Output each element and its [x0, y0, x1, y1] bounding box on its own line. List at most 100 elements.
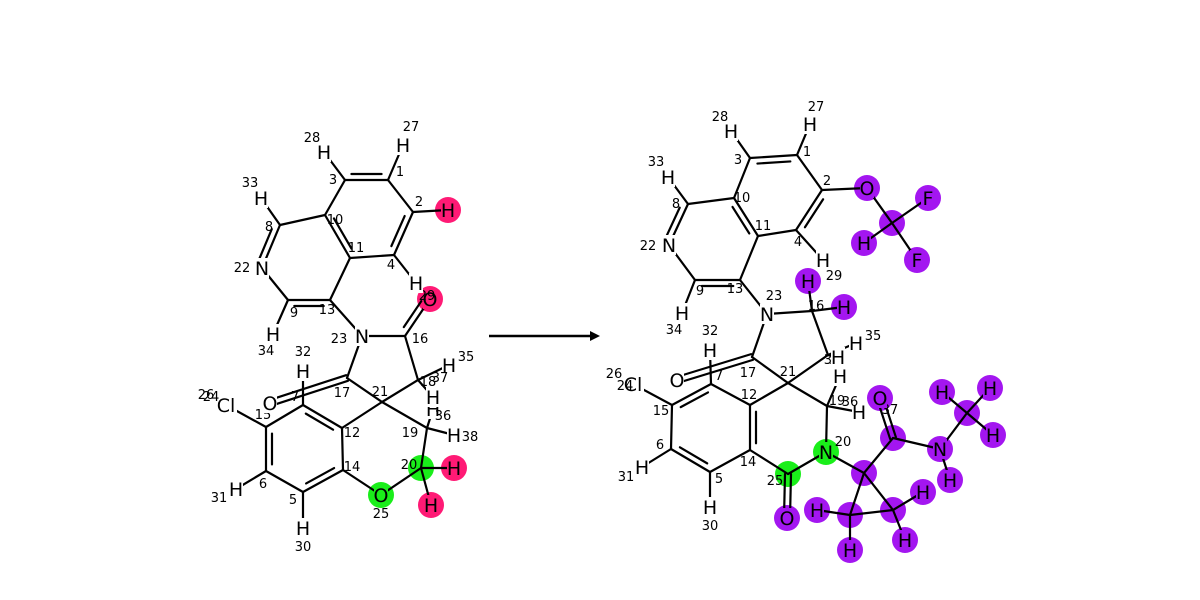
atom-symbol-h: H: [675, 303, 689, 325]
atom-index-label: 35: [865, 329, 882, 344]
atom-symbol-h: H: [703, 497, 717, 519]
atom-label-bg: [423, 289, 437, 309]
atom-index-label: 31: [211, 491, 228, 506]
atom-label-bg: [803, 114, 817, 134]
atom-index-label: 26: [198, 388, 215, 403]
atom-index-label: 33: [242, 176, 259, 191]
atom-label-bg: [255, 258, 269, 278]
atom-symbol-n: N: [355, 326, 369, 348]
atom-symbol-h: H: [317, 142, 331, 164]
bond: [670, 382, 713, 407]
atom-label-bg: [263, 393, 277, 413]
atom-symbol-h: H: [296, 518, 310, 540]
bond: [848, 471, 866, 517]
atom-symbol-o: O: [423, 289, 438, 311]
bond: [258, 228, 273, 261]
bond: [328, 256, 352, 302]
bond: [678, 446, 709, 465]
atom-index-label: 9: [290, 306, 298, 321]
atom-index-label: 17: [334, 386, 351, 401]
atom-symbol-h: H: [724, 121, 738, 143]
bond: [340, 400, 384, 430]
bond: [709, 382, 752, 407]
atom-index-label: 15: [653, 404, 670, 419]
atom-symbol-h: H: [426, 387, 440, 409]
atom-index-label: 17: [740, 366, 757, 381]
atom-index-label: 34: [666, 323, 683, 338]
atom-index-label: 12: [741, 388, 758, 403]
atom-index-label: 1: [803, 145, 811, 160]
atom-index-label: 24: [617, 379, 634, 394]
bond: [862, 436, 895, 475]
atom-symbol-h: H: [447, 458, 461, 480]
atom-symbol-h: H: [943, 470, 957, 492]
bond: [820, 186, 869, 192]
bond: [332, 217, 353, 250]
atom-symbol-o: O: [780, 508, 795, 530]
atom-index-label: 23: [766, 289, 783, 304]
atom-label-bg: [910, 250, 924, 270]
atom-index-label: 31: [618, 470, 635, 485]
atom-index-label: 27: [808, 100, 825, 115]
atom-symbol-cl: Cl: [624, 374, 643, 396]
atom-label-bg: [816, 250, 830, 270]
bond: [810, 309, 830, 357]
atom-label-bg: [810, 500, 824, 520]
atom-symbol-h: H: [843, 540, 857, 562]
atom-label-bg: [898, 530, 912, 550]
bond: [269, 379, 350, 407]
atom-index-label: 11: [348, 241, 365, 256]
atom-symbol-h: H: [296, 361, 310, 383]
atom-index-label: 14: [344, 460, 361, 475]
atom-index-label: 22: [234, 261, 251, 276]
bond: [304, 412, 335, 431]
atom-index-label: 5: [289, 493, 297, 508]
atom-index-label: 8: [265, 220, 273, 235]
atom-index-label: 2: [415, 195, 423, 210]
atom-index-label: 10: [734, 191, 751, 206]
atom-index-label: 19: [829, 394, 846, 409]
atom-index-label: 5: [715, 472, 723, 487]
atom-label-bg: [873, 388, 887, 408]
atom-index-label: 21: [372, 385, 389, 400]
atom-label-bg: [317, 142, 331, 162]
atom-symbol-h: H: [661, 167, 675, 189]
atom-symbol-h: H: [852, 402, 866, 424]
atom-index-label: 1: [396, 165, 404, 180]
atom-label-bg: [355, 326, 369, 346]
atom-index-label: 30: [702, 519, 719, 534]
atom-index-label: 8: [672, 197, 680, 212]
atom-label-bg: [409, 273, 423, 293]
atom-index-label: 36: [842, 395, 859, 410]
atom-index-label: 10: [327, 213, 344, 228]
atom-label-bg: [921, 188, 935, 208]
atom-index-label: 14: [740, 455, 757, 470]
atom-label-bg: [843, 540, 857, 560]
atom-symbol-h: H: [803, 114, 817, 136]
bond: [301, 468, 345, 494]
bond: [390, 214, 406, 248]
bond: [669, 403, 674, 451]
atom-symbol-h: H: [833, 366, 847, 388]
atom-label-bg: [983, 378, 997, 398]
atom-label-bg: [852, 402, 866, 422]
atom-index-label: 29: [826, 269, 843, 284]
atom-symbol-n: N: [760, 304, 774, 326]
atom-index-label: 27: [403, 120, 420, 135]
atom-symbol-o: O: [374, 485, 389, 507]
atom-index-label: 26: [606, 367, 623, 382]
atom-label-bg: [857, 233, 871, 253]
atom-label-bg: [860, 178, 874, 198]
atom-index-label: 23: [331, 332, 348, 347]
atom-symbol-cl: Cl: [217, 395, 236, 417]
bond: [301, 403, 344, 430]
atom-label-bg: [849, 333, 863, 353]
bond: [305, 466, 336, 485]
atom-index-label: 9: [696, 284, 704, 299]
bond: [756, 160, 792, 165]
atom-label-bg: [831, 347, 845, 367]
atom-label-bg: [296, 518, 310, 538]
atom-label-bg: [447, 458, 461, 478]
bond: [732, 156, 752, 200]
atom-index-label: 12: [344, 426, 361, 441]
